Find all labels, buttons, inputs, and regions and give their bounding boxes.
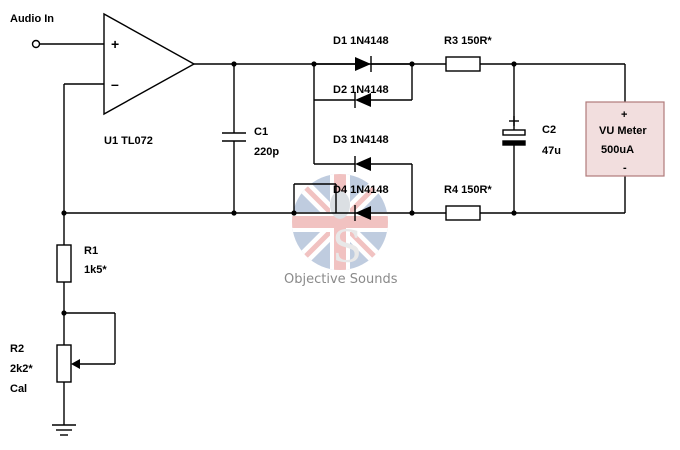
r4-label: R4 150R* [444,184,492,196]
ground-symbol [52,424,76,436]
d2-label: D2 1N4148 [333,84,389,96]
resistor-r2-potentiometer [56,344,80,383]
r1-value: 1k5* [84,264,107,276]
junction-dots [61,61,517,316]
c2-ref: C2 [542,124,556,136]
r2-note: Cal [10,383,27,395]
watermark-logo-letter: S [332,222,362,273]
r1-ref: R1 [84,245,98,257]
c1-value: 220p [254,146,279,158]
vu-meter-value: 500uA [601,144,634,156]
vu-meter-box [585,101,665,177]
capacitor-c2 [502,116,526,146]
d3-label: D3 1N4148 [333,134,389,146]
d1-label: D1 1N4148 [333,35,389,47]
watermark-logo: S [292,174,388,273]
capacitor-c1 [222,132,246,142]
input-label: Audio In [10,13,54,25]
r3-label: R3 150R* [444,35,492,47]
wires [39,43,626,425]
c2-value: 47u [542,145,561,157]
opamp-ref: U1 TL072 [104,135,153,147]
watermark-text: Objective Sounds [284,272,398,287]
diode-d2 [354,92,371,108]
c1-ref: C1 [254,126,268,138]
resistor-r3 [445,56,481,72]
vu-meter-plus: + [621,109,627,121]
r2-ref: R2 [10,343,24,355]
d4-label: D4 1N4148 [333,184,389,196]
opamp-plus: + [111,36,119,52]
vu-meter-title: VU Meter [599,125,647,137]
resistor-r1 [56,244,72,283]
diode-d1 [355,56,372,72]
resistor-r4 [445,205,481,221]
input-terminal [31,39,41,49]
diode-d4 [354,205,371,221]
opamp-minus: – [111,76,119,92]
r2-value: 2k2* [10,363,33,375]
opamp-symbol: + – [103,12,196,116]
vu-meter-minus: - [623,162,627,174]
diode-d3 [354,156,371,172]
